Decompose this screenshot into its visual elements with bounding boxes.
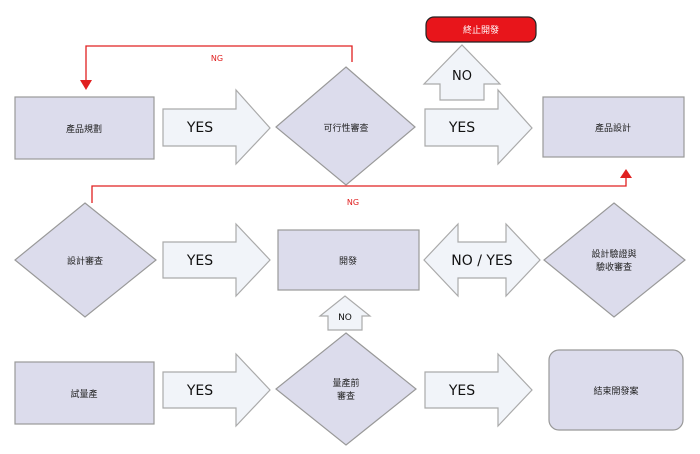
node-label: 可行性審查 [323,122,368,134]
node-label: 試量產 [70,388,97,400]
ng-loop-top: NG [80,45,353,90]
node-label: 產品設計 [595,122,631,134]
yes-arrow-1: YES [162,88,271,166]
node-label: 結束開發案 [593,385,638,397]
node-pre-mass-review: 量產前 審查 [275,332,417,446]
yes-arrow-5: YES [424,352,533,428]
node-terminate-development: 終止開發 [425,16,537,43]
arrow-label: YES [186,383,213,399]
arrow-label: NO [452,69,472,84]
arrow-label: YES [186,253,213,269]
node-close-case: 結束開發案 [548,349,684,431]
node-trial-production: 試量產 [14,361,155,425]
node-label: 開發 [339,255,357,267]
node-design-review: 設計審查 [14,202,157,318]
ng-loop-middle: NG [91,169,632,207]
node-label: 設計審查 [67,255,103,267]
node-label-line2: 審查 [337,390,355,402]
node-development: 開發 [277,229,420,291]
ng-label-middle: NG [347,198,359,207]
no-arrow-up-small: NO [318,295,372,331]
arrow-label: YES [448,120,475,136]
yes-arrow-3: YES [162,222,271,298]
node-label: 終止開發 [463,24,499,36]
node-label-line1: 設計驗證與 [591,248,636,260]
node-feasibility-review: 可行性審查 [275,66,416,186]
node-product-design: 產品設計 [542,96,685,158]
arrow-label: NO / YES [451,253,513,269]
yes-arrow-2: YES [424,88,533,166]
node-label-line2: 驗收審查 [596,261,632,273]
arrow-label: YES [448,383,475,399]
ng-label-top: NG [211,54,223,63]
no-arrow-up: NO [422,44,502,101]
arrow-label: YES [186,120,213,136]
node-design-verification: 設計驗證與 驗收審查 [543,202,686,318]
yes-arrow-4: YES [162,352,271,428]
no-yes-double-arrow: NO / YES [423,222,541,298]
node-label-line1: 量產前 [332,377,359,389]
node-label: 產品規劃 [66,123,102,135]
node-product-planning: 產品規劃 [14,96,155,160]
arrow-label: NO [338,313,352,323]
